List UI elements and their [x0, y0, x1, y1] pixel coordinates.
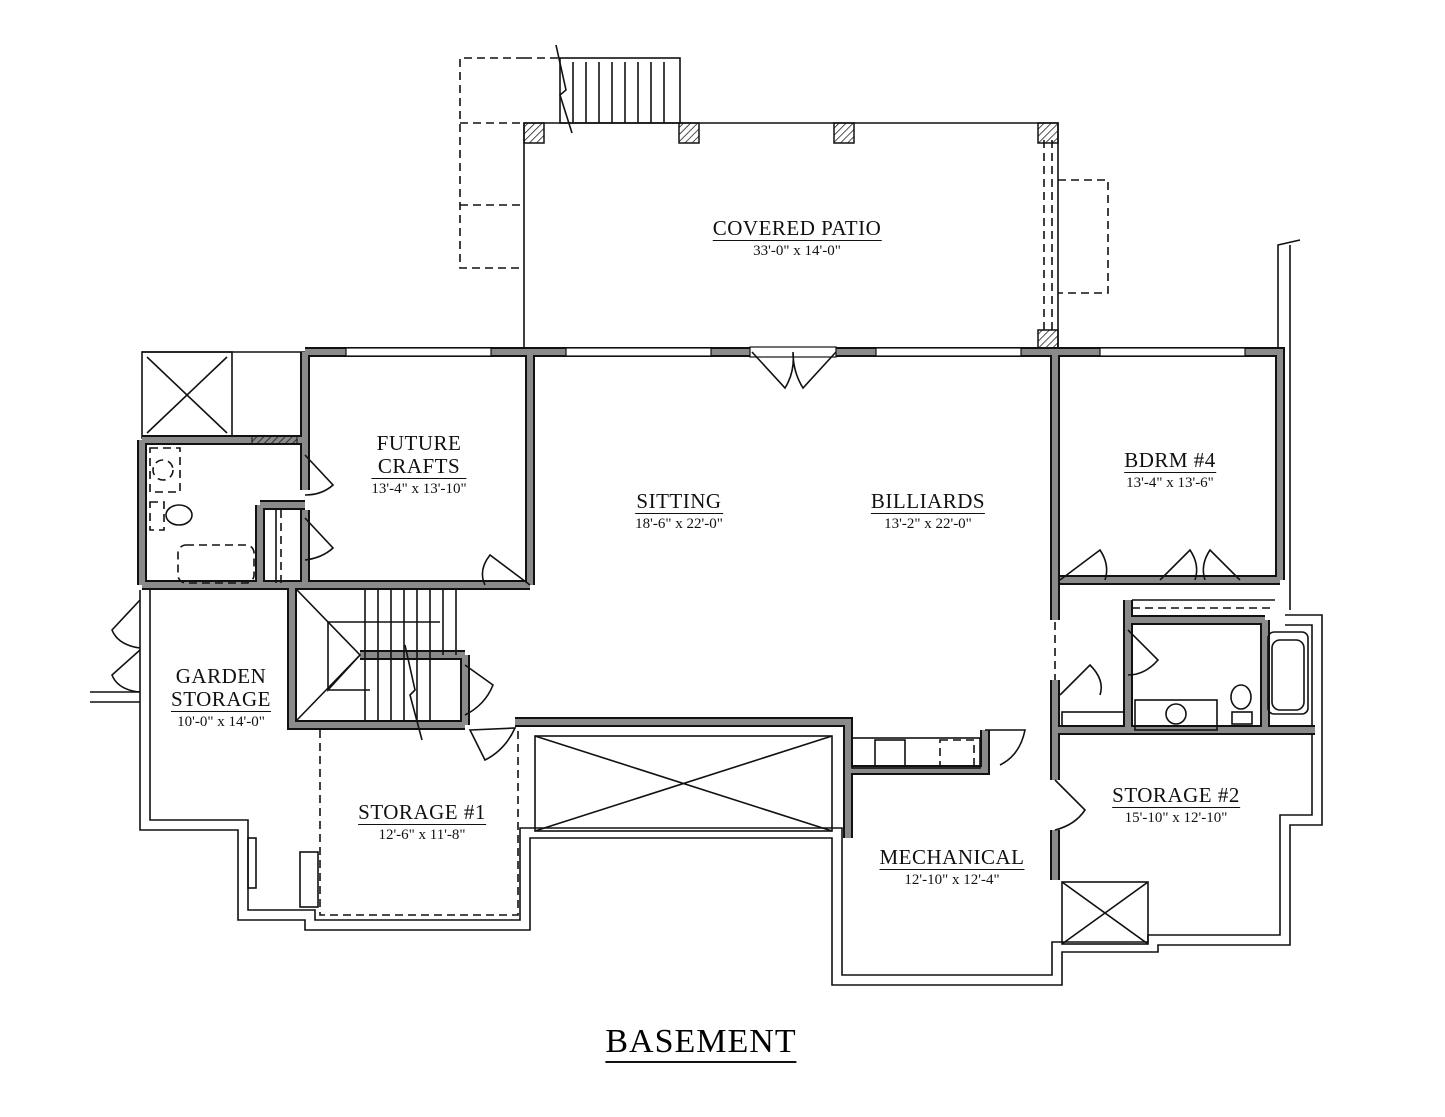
room-name: SITTING: [635, 489, 723, 514]
room-mechanical: MECHANICAL 12'-10" x 12'-4": [879, 845, 1025, 890]
room-dimensions: 13'-4" x 13'-10": [371, 481, 467, 497]
room-dimensions: 10'-0" x 14'-0": [177, 714, 265, 730]
room-name: BDRM #4: [1124, 448, 1216, 473]
room-dimensions: 13'-2" x 22'-0": [884, 516, 972, 532]
plan-title: BASEMENT: [605, 1023, 797, 1063]
room-dimensions: 18'-6" x 22'-0": [635, 516, 723, 532]
room-storage-1: STORAGE #1 12'-6" x 11'-8": [358, 801, 486, 845]
room-name: COVERED PATIO: [712, 216, 882, 241]
bathroom-fixtures: [149, 447, 1309, 908]
room-sitting: SITTING 18'-6" x 22'-0": [635, 490, 723, 534]
room-name-line: CRAFTS: [371, 455, 467, 479]
room-dimensions: 15'-10" x 12'-10": [1124, 810, 1228, 826]
patio-stairs: [555, 44, 681, 134]
room-name: STORAGE #1: [358, 800, 486, 825]
room-billiards: BILLIARDS 13'-2" x 22'-0": [870, 489, 986, 534]
room-dimensions: 12'-10" x 12'-4": [904, 872, 1000, 888]
room-bdrm-4: BDRM #4 13'-4" x 13'-6": [1124, 449, 1216, 493]
room-name: MECHANICAL: [879, 845, 1025, 870]
room-name-line: GARDEN: [175, 664, 267, 688]
room-dimensions: 33'-0" x 14'-0": [753, 243, 841, 259]
room-dimensions: 12'-6" x 11'-8": [378, 827, 466, 843]
foundation-walls: [90, 351, 1323, 986]
room-name-line: FUTURE: [376, 431, 462, 455]
room-name: BILLIARDS: [870, 489, 986, 514]
walls: [137, 346, 1315, 880]
room-dimensions: 13'-4" x 13'-6": [1126, 475, 1214, 491]
covered-patio-structure: [459, 44, 1301, 610]
room-name-line: STORAGE: [171, 687, 271, 712]
room-covered-patio: COVERED PATIO 33'-0" x 14'-0": [712, 216, 882, 261]
room-name: STORAGE #2: [1112, 783, 1240, 808]
doors: [111, 351, 1241, 831]
basement-stairs: [296, 589, 457, 741]
room-storage-2: STORAGE #2 15'-10" x 12'-10": [1112, 784, 1240, 828]
